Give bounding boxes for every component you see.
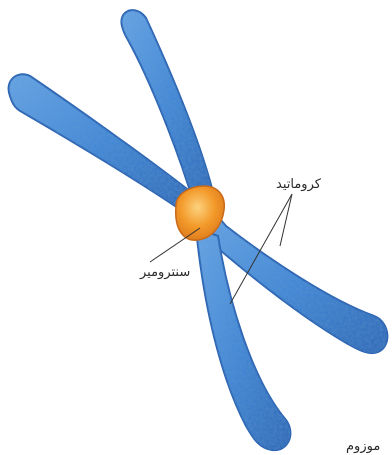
- caption-label: موزوم: [346, 440, 380, 453]
- leader-line-centromere: [150, 228, 200, 262]
- chromatid-label: کروماتید: [276, 178, 321, 191]
- leader-line-chromatid-1: [280, 194, 292, 246]
- centromere-label: سنترومیر: [140, 266, 190, 279]
